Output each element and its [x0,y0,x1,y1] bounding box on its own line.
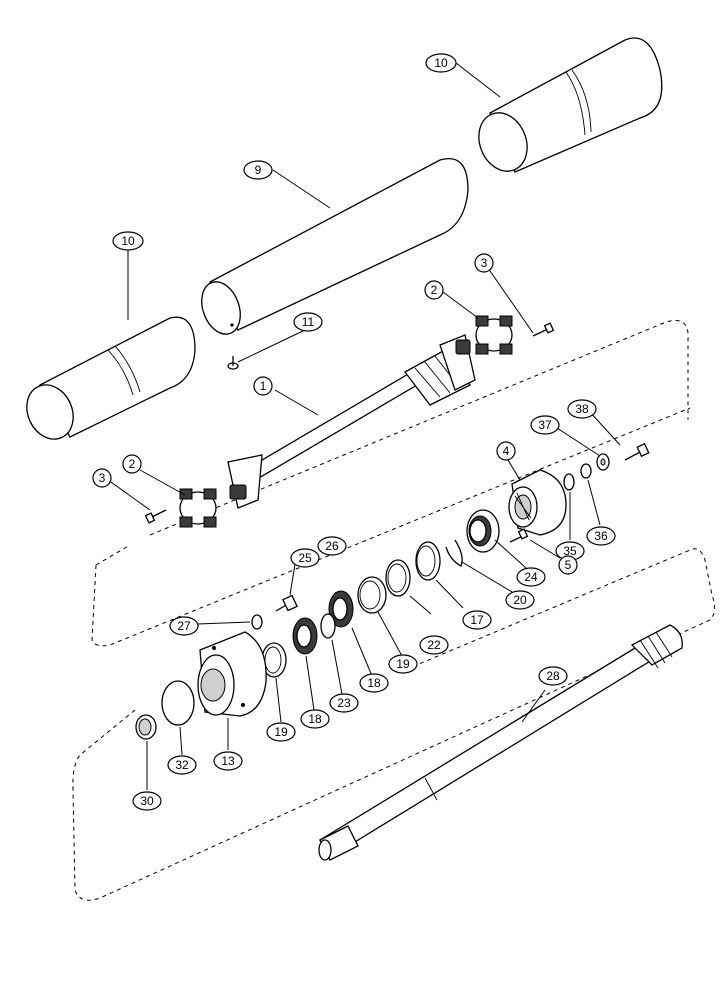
svg-text:9: 9 [255,163,262,177]
callout-17: 17 [462,610,492,630]
seal-30 [135,714,157,740]
hub-13 [197,631,267,717]
svg-text:17: 17 [470,613,484,627]
tube-guard-9 [201,158,469,335]
ring-17 [415,541,441,581]
callout-3-upper: 3 [474,253,494,273]
callout-13: 13 [213,751,243,771]
svg-text:10: 10 [434,56,448,70]
svg-text:5: 5 [565,558,572,572]
callout-36: 36 [586,526,616,546]
svg-text:4: 4 [503,444,510,458]
callout-10-upper: 10 [425,53,457,73]
callout-37: 37 [530,415,560,435]
callout-1: 1 [253,376,273,396]
leader-lines [107,62,621,790]
cross-spider-2-upper [475,315,513,355]
ring-22 [385,559,411,597]
svg-text:11: 11 [302,315,315,329]
callout-balloons: 10 9 10 3 2 11 1 38 37 4 3 2 36 35 5 24 … [92,53,616,811]
callout-11: 11 [293,312,323,332]
bolt-25 [275,594,298,612]
yoke-4 [508,469,567,536]
ring-23 [320,613,336,639]
callout-24: 24 [516,567,546,587]
callout-23: 23 [329,693,359,713]
callout-27: 27 [169,616,199,636]
callout-30: 30 [132,791,162,811]
svg-text:19: 19 [274,725,288,739]
washer-27 [251,614,263,630]
callout-28: 28 [538,666,568,686]
svg-text:2: 2 [129,457,136,471]
washer-37 [596,453,610,471]
svg-text:30: 30 [140,794,154,808]
callout-18-upper: 18 [359,673,389,693]
svg-text:24: 24 [524,570,538,584]
bearing-cup-19-upper [357,576,387,614]
callout-26: 26 [317,536,347,556]
driveshaft-1 [227,334,476,509]
svg-text:28: 28 [546,669,560,683]
svg-text:23: 23 [337,696,351,710]
svg-text:18: 18 [367,676,381,690]
svg-text:1: 1 [260,379,267,393]
svg-text:19: 19 [396,657,410,671]
callout-19-lower: 19 [266,722,296,742]
svg-text:26: 26 [325,539,339,553]
o-ring-32 [161,680,195,726]
tube-guard-10-upper [478,37,663,173]
cross-spider-2-lower [179,488,217,528]
bolt-3-upper [532,322,555,337]
callout-38: 38 [567,399,597,419]
assembly-group-outline-middle [91,407,691,647]
callout-19-upper: 19 [388,654,418,674]
callout-3-lower: 3 [92,468,112,488]
callout-2-lower: 2 [122,454,142,474]
svg-text:3: 3 [481,256,488,270]
screw-11 [227,356,239,370]
assembly-group-outline-upper [95,320,689,566]
svg-text:36: 36 [594,529,608,543]
callout-32: 32 [167,755,197,775]
svg-text:10: 10 [121,234,135,248]
svg-text:35: 35 [563,544,577,558]
axle-shaft-28 [318,624,683,861]
svg-text:2: 2 [431,283,438,297]
tube-guard-10-lower [26,316,196,440]
svg-text:37: 37 [538,418,552,432]
snap-ring-20 [445,539,463,567]
screw-5 [509,528,529,543]
svg-text:32: 32 [175,758,189,772]
svg-text:13: 13 [221,754,235,768]
callout-2-upper: 2 [424,280,444,300]
seal-24 [466,509,500,553]
callout-10-lower: 10 [112,231,144,251]
svg-text:20: 20 [513,593,527,607]
bolt-3-lower [144,509,167,524]
callout-5: 5 [558,555,578,575]
callout-25: 25 [290,548,320,568]
ring-35 [563,473,575,491]
callout-9: 9 [243,160,273,180]
svg-text:38: 38 [575,402,589,416]
assembly-group-outline-lower [72,548,716,901]
svg-text:22: 22 [427,638,441,652]
callout-22: 22 [419,635,449,655]
callout-20: 20 [505,590,535,610]
washer-36 [580,463,592,479]
callout-4: 4 [496,441,516,461]
svg-text:27: 27 [177,619,191,633]
bolt-38 [624,442,650,461]
bearing-cone-18-lower [292,617,318,655]
svg-text:18: 18 [308,712,322,726]
callout-18-lower: 18 [300,709,330,729]
bearing-cone-18-upper [328,590,354,628]
svg-text:25: 25 [298,551,312,565]
svg-text:3: 3 [99,471,106,485]
